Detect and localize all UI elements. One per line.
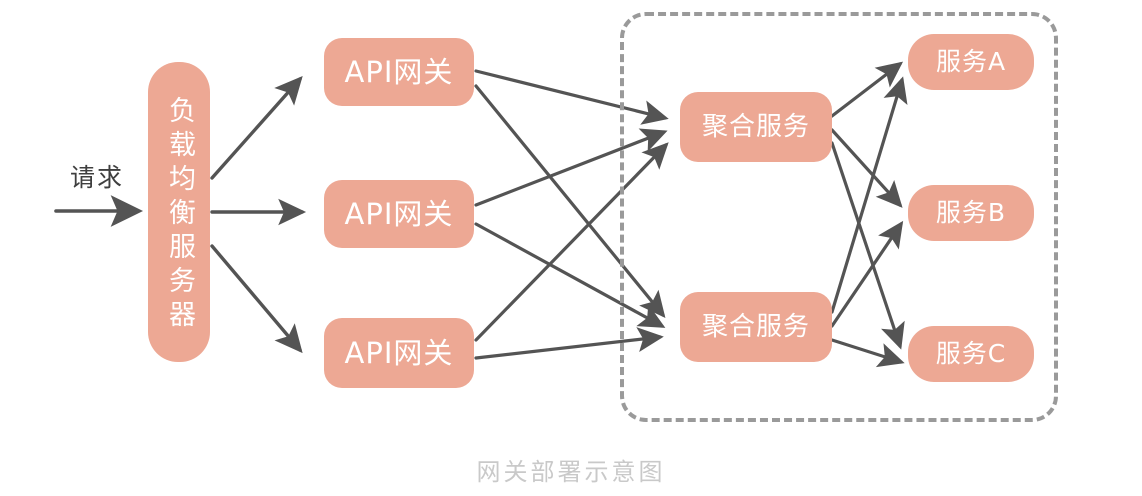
node-aggregator-1[interactable]: 聚合服务	[680, 92, 832, 162]
node-service-b[interactable]: 服务B	[908, 185, 1034, 241]
node-load-balancer[interactable]: 负载均衡服务器	[148, 62, 210, 362]
node-gateway-1[interactable]: API网关	[324, 38, 474, 106]
request-label: 请求	[70, 163, 125, 192]
node-service-a[interactable]: 服务A	[908, 34, 1034, 90]
node-service-c[interactable]: 服务C	[908, 326, 1034, 382]
edge-lb-to-gateway-3	[210, 244, 303, 354]
node-gateway-2[interactable]: API网关	[324, 180, 474, 248]
node-aggregator-2[interactable]: 聚合服务	[680, 292, 832, 362]
diagram-caption: 网关部署示意图	[476, 458, 666, 486]
edge-lb-to-gateway-1	[210, 75, 303, 180]
node-gateway-3[interactable]: API网关	[324, 318, 474, 388]
